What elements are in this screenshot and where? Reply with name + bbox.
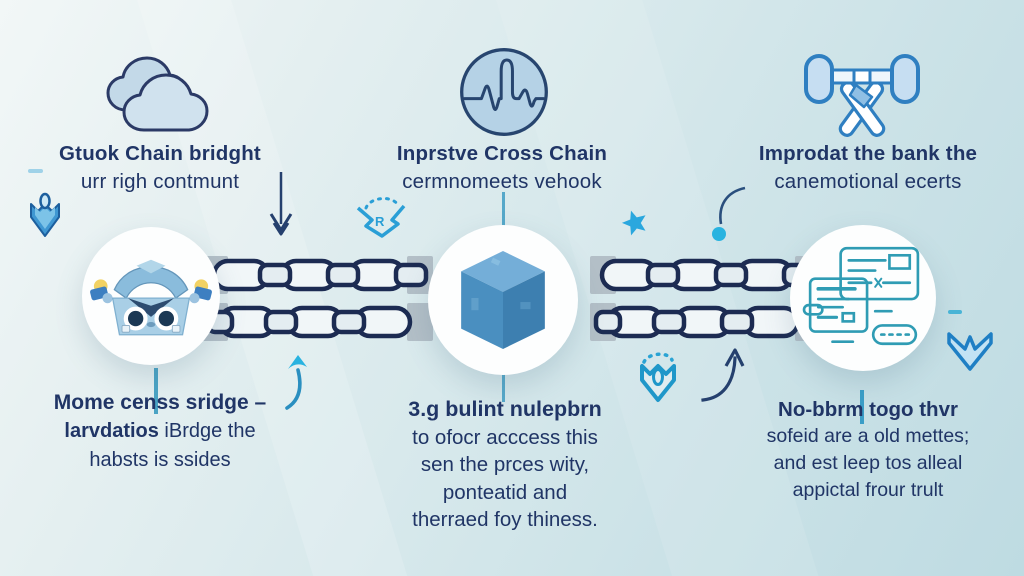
curved-arrow-up-teal-icon bbox=[285, 355, 307, 410]
right-connector-line bbox=[860, 390, 864, 424]
documents-icon bbox=[802, 246, 920, 346]
caption-left-line1: Mome censs sridge – bbox=[53, 391, 267, 414]
caption-right: No-bbrm togo thvr sofeid are a old mette… bbox=[712, 396, 1024, 504]
caption-right-line3: and est leep tos alleal bbox=[773, 452, 963, 474]
caption-center: 3.g bulint nulepbrn to ofocr acccess thi… bbox=[350, 396, 660, 534]
heading-left-line1: Gtuok Chain bridght bbox=[59, 142, 261, 165]
heading-left-line2: urr righ contmunt bbox=[80, 170, 240, 193]
caption-left-line2-rest: iBrdge the bbox=[158, 420, 256, 442]
star-icon bbox=[621, 210, 646, 236]
cube-3d-icon bbox=[461, 251, 545, 349]
caption-center-line3: sen the prces wity, bbox=[420, 453, 590, 476]
dash-accent bbox=[28, 169, 43, 173]
heading-center-line1: Inprstve Cross Chain bbox=[396, 142, 608, 165]
caption-left-line2-bold: larvdatios bbox=[64, 420, 159, 442]
caption-center-line2: to ofocr acccess this bbox=[412, 425, 598, 449]
caption-center-line4: ponteatid and bbox=[442, 480, 568, 504]
node-circle-right bbox=[790, 225, 936, 371]
curve-dot-icon bbox=[712, 186, 746, 241]
chain-right-segment bbox=[590, 256, 821, 341]
caption-center-line5: therraed foy thiness. bbox=[412, 508, 598, 531]
crown-arrow-down-icon bbox=[947, 332, 993, 371]
caption-right-line1: No-bbrm togo thvr bbox=[778, 398, 958, 421]
heading-right-line1: Improdat the bank the bbox=[758, 142, 978, 165]
heading-right-line2: canemotional ecerts bbox=[774, 170, 962, 193]
caption-right-line2: sofeid are a old mettes; bbox=[766, 425, 970, 447]
node-circle-left bbox=[82, 227, 220, 365]
dotted-r-arrow-icon: R bbox=[356, 197, 406, 238]
dash-accent-right bbox=[948, 310, 962, 314]
svg-text:R: R bbox=[375, 214, 385, 229]
caption-right-line4: appictal frour trult bbox=[792, 479, 944, 501]
cloud-icon bbox=[106, 56, 209, 132]
heading-center-line2: cermnomeets vehook bbox=[402, 170, 602, 193]
caption-left-line2: larvdatios iBrdge the bbox=[15, 417, 305, 446]
caption-left-line3: habsts is ssides bbox=[89, 449, 231, 471]
crossed-tools-icon bbox=[804, 54, 920, 137]
heading-center: Inprstve Cross Chain cermnomeets vehook bbox=[352, 140, 652, 196]
left-connector-line bbox=[154, 368, 158, 414]
heading-right: Improdat the bank the canemotional ecert… bbox=[710, 140, 1024, 196]
shield-down-teal-icon bbox=[640, 352, 676, 402]
curved-arrow-up-navy-icon bbox=[701, 348, 745, 402]
pulse-circle-icon bbox=[460, 48, 548, 136]
heading-left: Gtuok Chain bridght urr righ contmunt bbox=[15, 140, 305, 196]
side-blob-right bbox=[189, 279, 212, 304]
side-blob-left bbox=[90, 279, 113, 304]
caption-center-line1: 3.g bulint nulepbrn bbox=[408, 397, 602, 421]
node-circle-center bbox=[428, 225, 578, 375]
down-arrow-icon bbox=[269, 172, 293, 236]
shield-down-icon bbox=[30, 192, 60, 237]
chain-left-segment bbox=[202, 256, 433, 341]
bridge-illustration bbox=[90, 259, 212, 336]
caption-left: Mome censs sridge – larvdatios iBrdge th… bbox=[15, 388, 305, 475]
